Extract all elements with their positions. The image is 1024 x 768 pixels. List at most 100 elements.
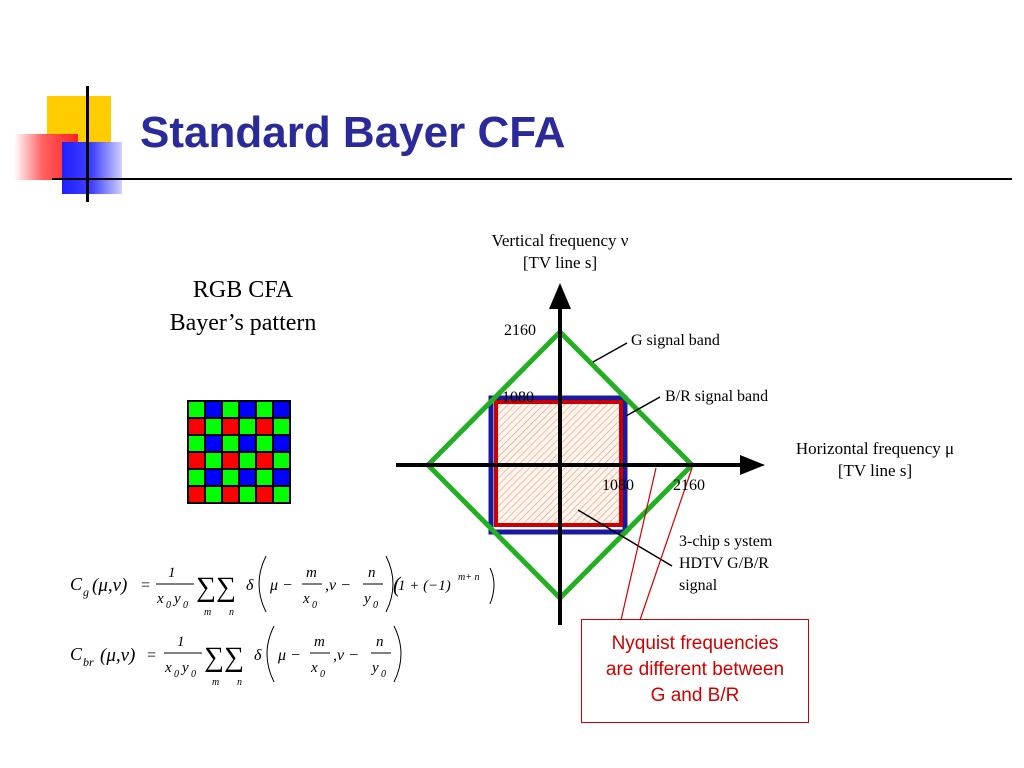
cbr-m: m [314, 634, 325, 650]
tick-2160-horizontal: 2160 [673, 477, 705, 494]
cbr-den-y: y [180, 660, 189, 676]
nyquist-leader-2 [639, 467, 693, 621]
cg-lhs: C [70, 574, 83, 594]
rgb-cfa-label-line2: Bayer’s pattern [169, 310, 317, 336]
cg-sub: g [83, 585, 89, 599]
cbr-y0-0: 0 [381, 669, 386, 680]
horizontal-axis-label-line2: [TV line s] [837, 461, 913, 480]
bayer-cell-g [188, 401, 205, 418]
cbr-den-x: x [164, 660, 172, 676]
bayer-cell-b [205, 435, 222, 452]
nyquist-note-line1: Nyquist frequencies [611, 633, 779, 654]
cbr-delta: δ [254, 647, 262, 664]
bayer-cell-g [273, 486, 290, 503]
bayer-cell-r [188, 418, 205, 435]
bayer-cell-g [188, 469, 205, 486]
bayer-cell-r [222, 486, 239, 503]
bayer-cell-b [273, 401, 290, 418]
tick-2160-vertical: 2160 [504, 322, 536, 339]
cbr-sub: br [83, 655, 94, 669]
cg-factor: 1 + (−1) [398, 578, 451, 594]
bayer-cell-r [256, 452, 273, 469]
cg-sum-m: m [204, 607, 211, 618]
chip-system-label-line3: signal [679, 577, 718, 594]
tick-1080-horizontal: 1080 [602, 477, 634, 494]
cg-den-x0: 0 [166, 600, 171, 611]
bayer-cell-g [222, 435, 239, 452]
bayer-cell-b [205, 401, 222, 418]
cbr-sum: ∑∑ [204, 642, 244, 673]
bayer-cell-r [188, 452, 205, 469]
cbr-paren-left [266, 625, 275, 683]
page-title: Standard Bayer CFA [140, 108, 566, 157]
bayer-cell-g [205, 486, 222, 503]
cg-delta: δ [246, 577, 254, 594]
bayer-cell-b [239, 401, 256, 418]
cbr-x0-0: 0 [320, 669, 325, 680]
cbr-sum-n: n [237, 677, 242, 688]
bayer-cell-g [273, 418, 290, 435]
chip-leader [577, 509, 673, 567]
cbr-nu-minus: ,ν − [333, 647, 359, 664]
cbr-y0-y: y [370, 660, 379, 676]
rgb-cfa-label-line1: RGB CFA [192, 277, 294, 303]
nyquist-note-line3: G and B/R [650, 685, 740, 706]
bayer-cell-g [239, 418, 256, 435]
bayer-cell-b [239, 435, 256, 452]
formula-cbr: C br (μ,ν) = 1 x 0 y 0 ∑∑ m n δ μ − m x … [70, 625, 402, 688]
nyquist-leader-1 [620, 467, 657, 621]
vertical-axis-arrow [549, 283, 571, 309]
cg-one: 1 [168, 565, 176, 581]
nyquist-note-line2: are different between [605, 659, 785, 680]
bayer-cell-g [222, 401, 239, 418]
cbr-mu-minus: μ − [277, 647, 301, 664]
cg-den-y: y [172, 591, 181, 607]
nyquist-note-box: Nyquist frequencies are different betwee… [581, 619, 809, 723]
formula-cg: C g (μ,ν) = 1 x 0 y 0 ∑∑ m n δ μ − m x 0… [70, 555, 495, 618]
g-band-leader [592, 342, 628, 363]
bayer-cell-g [239, 452, 256, 469]
cg-eq: = [140, 577, 151, 594]
cg-paren-right [385, 555, 394, 613]
cg-paren-close [489, 567, 495, 605]
cg-sum: ∑∑ [196, 572, 236, 603]
cbr-n: n [376, 634, 384, 650]
cg-exponent: m+ n [458, 572, 479, 583]
cbr-den-y0: 0 [191, 669, 196, 680]
bayer-cell-r [256, 486, 273, 503]
bayer-cell-g [256, 469, 273, 486]
rgb-cfa-label: RGB CFA Bayer’s pattern [130, 274, 356, 340]
decor-vertical-rule [86, 86, 89, 202]
bayer-cell-g [239, 486, 256, 503]
bayer-cell-r [256, 418, 273, 435]
bayer-cell-b [205, 469, 222, 486]
bayer-cell-g [188, 435, 205, 452]
vertical-axis-label: Vertical frequency ν [TV line s] [440, 230, 680, 274]
cbr-args: (μ,ν) [100, 645, 135, 666]
vertical-axis-label-line1: Vertical frequency ν [491, 231, 629, 250]
bayer-cell-r [222, 452, 239, 469]
cg-paren-left [258, 555, 267, 613]
bayer-cell-g [273, 452, 290, 469]
bayer-pattern-grid [187, 400, 291, 504]
horizontal-axis-label: Horizontal frequency μ [TV line s] [760, 438, 990, 482]
cg-sum-n: n [229, 607, 234, 618]
decor-horizontal-rule [52, 178, 1012, 180]
cg-den-x: x [156, 591, 164, 607]
cbr-paren-right [393, 625, 402, 683]
cg-paren-open: ( [393, 572, 402, 597]
cg-y0-0: 0 [373, 600, 378, 611]
cg-m: m [306, 565, 317, 581]
chip-system-label-line2: HDTV G/B/R [679, 555, 769, 572]
decor-blue-square [62, 142, 122, 194]
chip-system-label-line1: 3-chip s ystem [679, 533, 773, 550]
br-band-label: B/R signal band [665, 388, 769, 405]
cg-x0-x: x [302, 591, 310, 607]
cbr-x0-x: x [310, 660, 318, 676]
bayer-cell-g [256, 401, 273, 418]
vertical-axis-label-line2: [TV line s] [522, 253, 598, 272]
cg-mu-minus: μ − [269, 577, 293, 594]
bayer-cell-g [256, 435, 273, 452]
bayer-cell-b [273, 435, 290, 452]
